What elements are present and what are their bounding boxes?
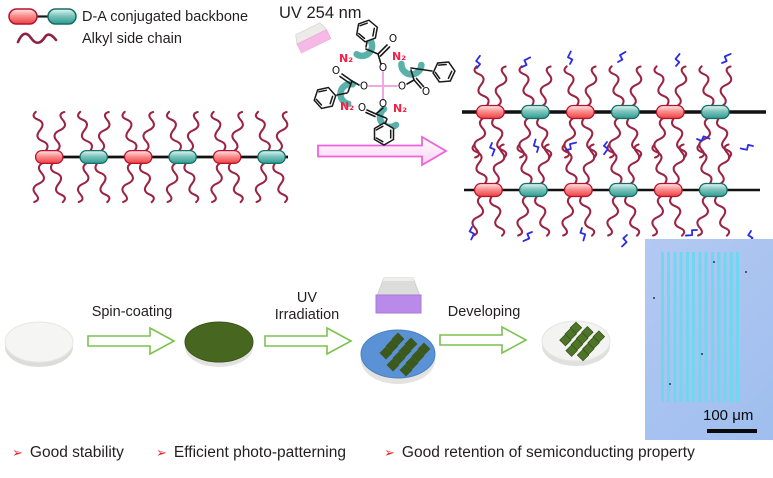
bullet-text: Good stability (29, 444, 124, 461)
legend-label-backbone: D-A conjugated backbone (82, 9, 249, 25)
dust-speck (653, 297, 655, 299)
developing-arrow (439, 326, 527, 354)
process-step-label-spin-coating: Spin-coating (91, 304, 173, 320)
spin-coating-arrow (87, 327, 175, 355)
ester-o-label: O (379, 98, 387, 110)
n2-label: N₂ (340, 100, 354, 113)
bullet-item: ➢ Good stability (12, 444, 124, 462)
carbonyl-o-label: O (332, 65, 340, 77)
process-step-label-developing: Developing (447, 304, 521, 320)
bullet-text: Efficient photo-patterning (173, 444, 346, 461)
side-chain-legend-icon (16, 32, 58, 45)
patterned-film-disk (541, 320, 611, 366)
ester-o-label: O (360, 81, 368, 93)
bullet-item: ➢ Efficient photo-patterning (156, 444, 346, 462)
process-step-line: Irradiation (274, 307, 340, 323)
bullet-item: ➢ Good retention of semiconducting proper… (384, 444, 695, 462)
molecule-bonds (336, 41, 433, 125)
polymer-chain-single (30, 111, 290, 203)
uv-irradiation-arrow (264, 327, 352, 355)
bullet-text: Good retention of semiconducting propert… (401, 444, 695, 461)
uv-exposure-disk (360, 329, 436, 384)
uv-lamp-icon (295, 22, 332, 54)
legend-label-side-chain: Alkyl side chain (82, 31, 182, 47)
uv-wavelength-label: UV 254 nm (279, 4, 362, 22)
dust-speck (669, 383, 671, 385)
bare-substrate-disk (4, 321, 74, 367)
atom-labels: O O O O O O O O N₂ N₂ N₂ N₂ (332, 33, 430, 115)
process-step-line: UV (296, 290, 318, 306)
n2-label: N₂ (393, 102, 407, 115)
carbonyl-o-label: O (389, 33, 397, 45)
ester-o-label: O (398, 81, 406, 93)
patterned-stripes (661, 252, 742, 402)
dust-speck (713, 261, 715, 263)
ester-o-label: O (379, 62, 387, 74)
dust-speck (745, 271, 747, 273)
dust-speck (701, 353, 703, 355)
n2-label: N₂ (339, 52, 353, 65)
phenyl-rings (311, 17, 459, 146)
crosslinker-molecule: O O O O O O O O N₂ N₂ N₂ N₂ (311, 17, 459, 146)
arrowhead-bullet-icon: ➢ (156, 446, 167, 461)
reaction-arrow (317, 135, 448, 167)
backbone-legend-icon (8, 8, 77, 25)
coated-film-disk (184, 321, 254, 367)
optical-micrograph: 100 μm (645, 239, 773, 440)
carbonyl-o-label: O (422, 86, 430, 98)
scale-bar (707, 429, 757, 433)
process-step-label-uv-irradiation: UV Irradiation (252, 290, 362, 324)
uv-lamp-process-icon (375, 277, 422, 314)
central-carbon-bonds (368, 71, 398, 101)
carbonyl-o-label: O (358, 102, 366, 114)
arrowhead-bullet-icon: ➢ (384, 446, 395, 461)
bullet-list: ➢ Good stability ➢ Efficient photo-pattern… (0, 444, 773, 468)
arrowhead-bullet-icon: ➢ (12, 446, 23, 461)
n2-label: N₂ (392, 50, 406, 63)
polymer-network (462, 50, 766, 248)
scale-bar-label: 100 μm (703, 407, 754, 424)
